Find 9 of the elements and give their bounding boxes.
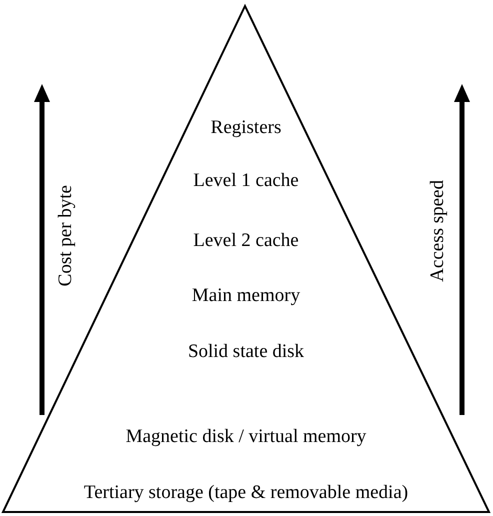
- level-label: Solid state disk: [188, 341, 304, 363]
- level-label: Level 1 cache: [193, 170, 299, 192]
- axis-label: Cost per byte: [55, 185, 77, 286]
- level-label: Main memory: [192, 285, 300, 307]
- level-label: Magnetic disk / virtual memory: [126, 426, 366, 448]
- axis-label: Access speed: [427, 180, 449, 282]
- level-label: Tertiary storage (tape & removable media): [84, 482, 408, 504]
- level-label: Level 2 cache: [193, 230, 299, 252]
- level-label: Registers: [210, 117, 282, 139]
